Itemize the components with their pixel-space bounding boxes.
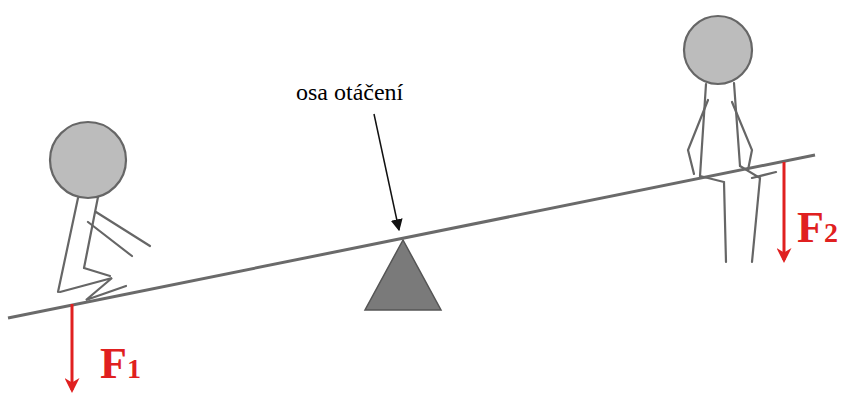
axis-label: osa otáčení <box>296 80 403 104</box>
seesaw-plank <box>8 155 815 318</box>
right-child-figure <box>684 16 776 262</box>
force-label: F1 <box>100 342 141 386</box>
left-child-figure <box>50 122 150 300</box>
leader-arrow <box>374 114 399 230</box>
force-label: F2 <box>797 206 838 250</box>
force-arrow <box>71 304 74 390</box>
fulcrum-triangle <box>365 240 441 310</box>
force-arrow <box>783 162 786 260</box>
